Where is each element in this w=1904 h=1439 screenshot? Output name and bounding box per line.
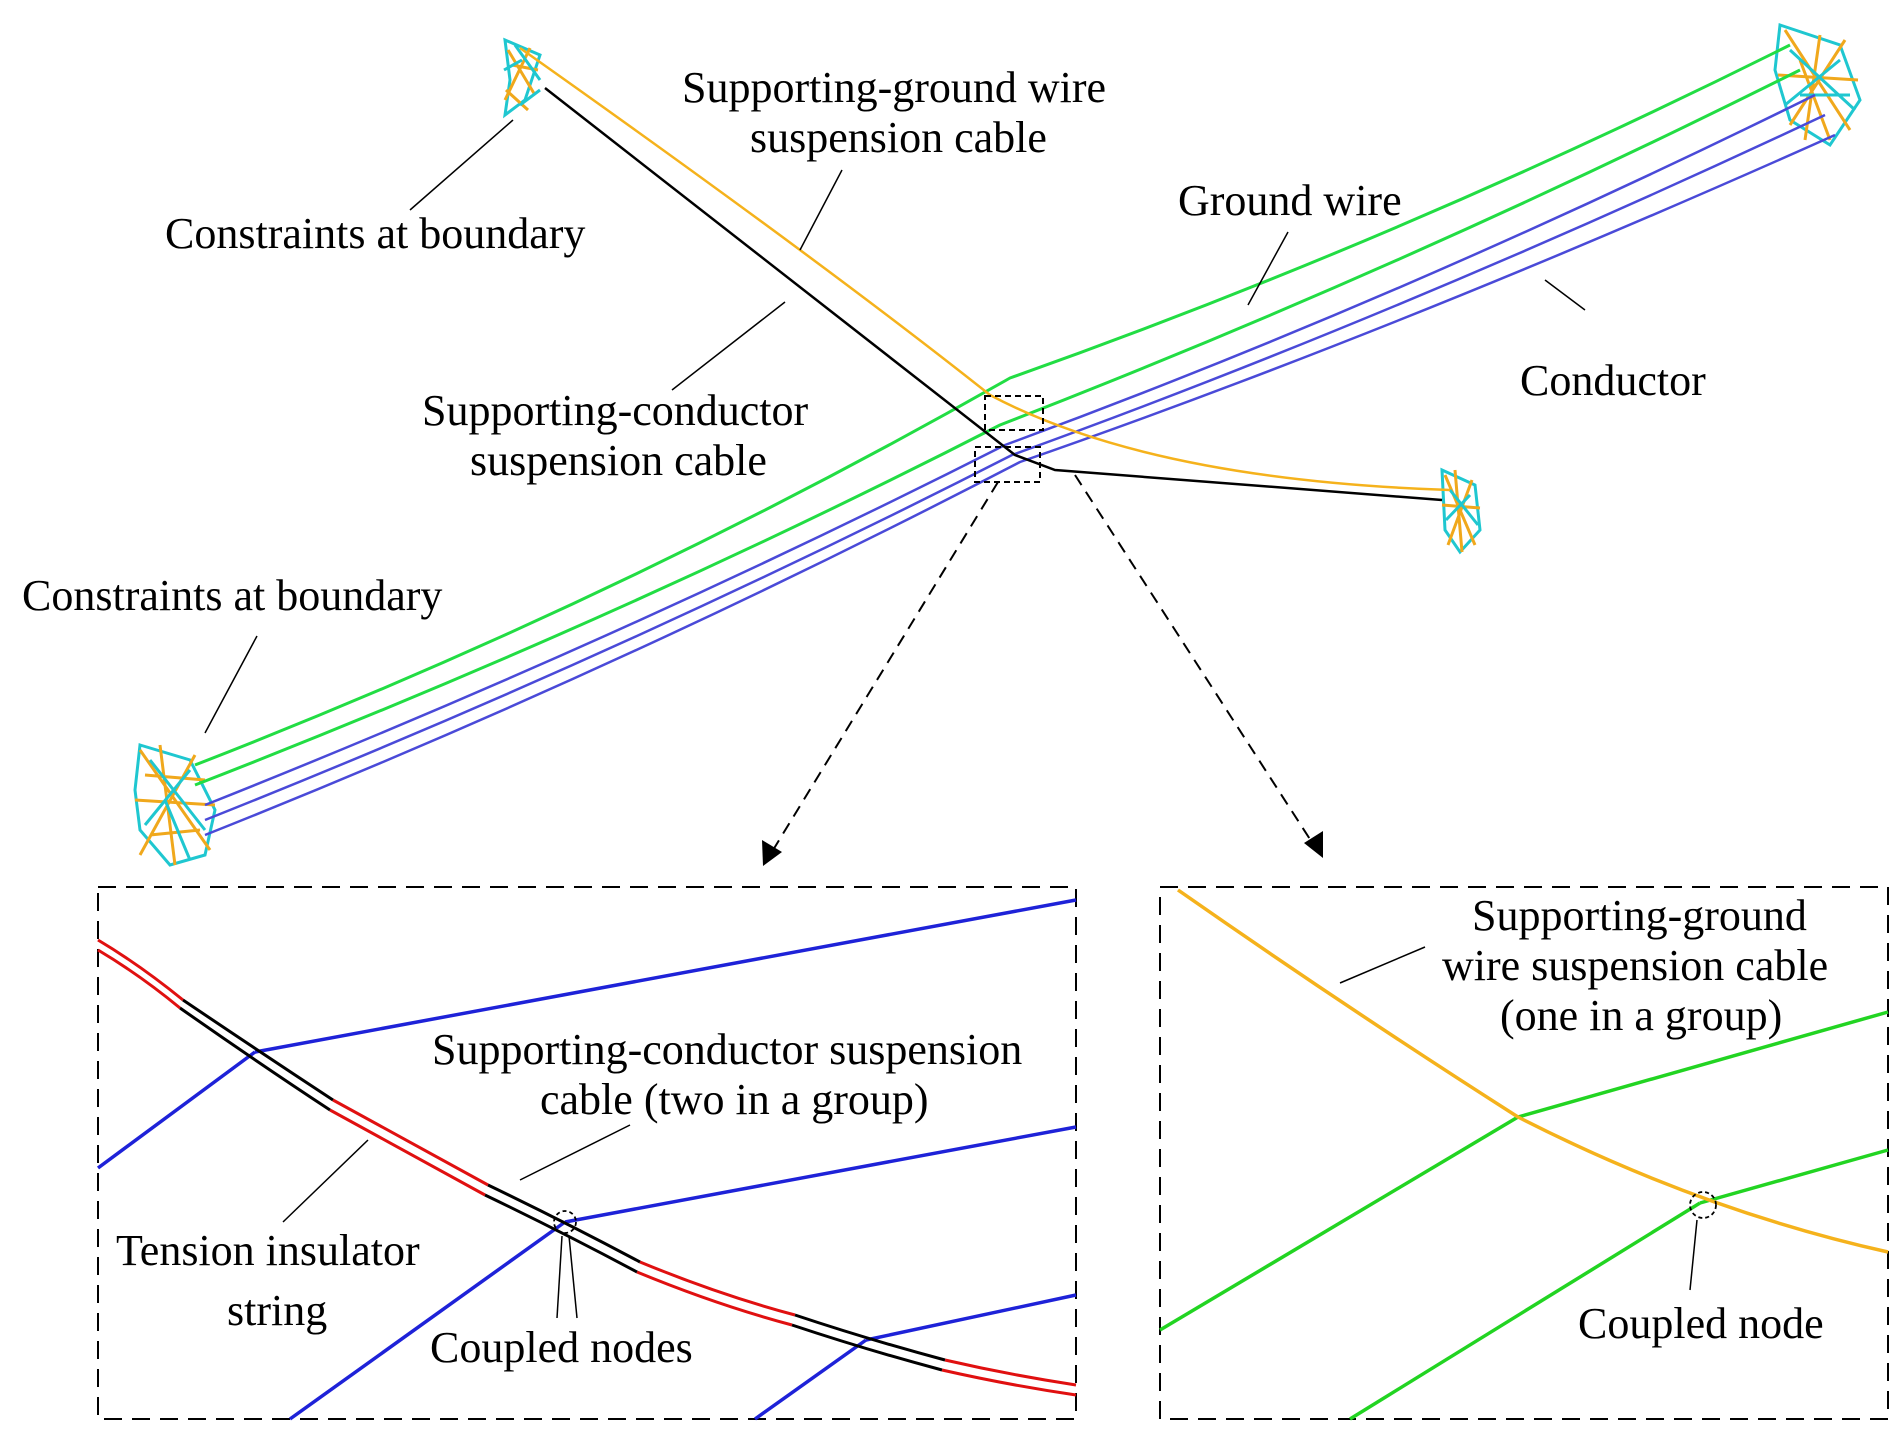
conductor-3 (204, 133, 1836, 837)
label-coupled-node: Coupled node (1578, 1299, 1824, 1348)
zoom-box-ground (984, 395, 1044, 431)
tower-bottom-left (133, 743, 217, 867)
conductor-1 (204, 93, 1816, 807)
label-constraints-left: Constraints at boundary (22, 571, 442, 620)
label-detail-ground-cable-line3: (one in a group) (1500, 991, 1782, 1040)
label-detail-ground-cable-line2: wire suspension cable (1442, 941, 1828, 990)
conductor-2 (204, 113, 1826, 822)
ground-wire-1 (194, 43, 1791, 767)
label-detail-cable-line2: cable (two in a group) (540, 1075, 929, 1124)
label-detail-ground-cable-line1: Supporting-ground (1472, 891, 1807, 940)
label-supporting-ground-line2: suspension cable (750, 113, 1047, 162)
zoom-box-conductor (974, 446, 1041, 483)
label-supporting-conductor-line2: suspension cable (470, 436, 767, 485)
ground-wire-2 (194, 68, 1801, 787)
overview-model: Constraints at boundary Supporting-groun… (22, 22, 1862, 867)
label-detail-cable-line1: Supporting-conductor suspension (432, 1025, 1022, 1074)
supporting-conductor-cable (544, 87, 1443, 502)
label-ground-wire: Ground wire (1178, 176, 1402, 225)
label-coupled-nodes: Coupled nodes (430, 1323, 693, 1372)
tower-right (1440, 467, 1482, 555)
conductors (204, 93, 1836, 837)
detail-insulator-strings (97, 938, 1077, 1397)
label-constraints-top: Constraints at boundary (165, 209, 585, 258)
tower-top-right (1773, 22, 1862, 148)
detail-conductors (96, 898, 1077, 1421)
label-conductor: Conductor (1520, 356, 1706, 405)
detail-ground-wires (1159, 1010, 1889, 1421)
ground-wires (194, 43, 1801, 787)
detail-left-leaders (282, 1124, 631, 1319)
detail-panel-right-border (1159, 886, 1889, 1420)
tower-top-left (503, 37, 542, 119)
detail-supporting-ground-cable (1176, 888, 1889, 1254)
detail-panel-conductor: Supporting-conductor suspension cable (t… (96, 886, 1077, 1421)
detail-panel-ground: Supporting-ground wire suspension cable … (1159, 886, 1889, 1421)
supporting-ground-cable (519, 46, 1451, 492)
detail-arrows (762, 474, 1323, 866)
coupled-nodes-marker (553, 1210, 577, 1234)
label-supporting-conductor-line1: Supporting-conductor (422, 386, 809, 435)
detail-panel-left-border (97, 886, 1077, 1420)
label-insulator-line1: Tension insulator (116, 1226, 420, 1275)
label-insulator-line2: string (227, 1286, 327, 1335)
coupled-node-marker (1689, 1191, 1717, 1219)
leader-lines (204, 119, 1586, 734)
detail-right-leaders (1339, 946, 1698, 1291)
label-supporting-ground-line1: Supporting-ground wire (682, 63, 1106, 112)
